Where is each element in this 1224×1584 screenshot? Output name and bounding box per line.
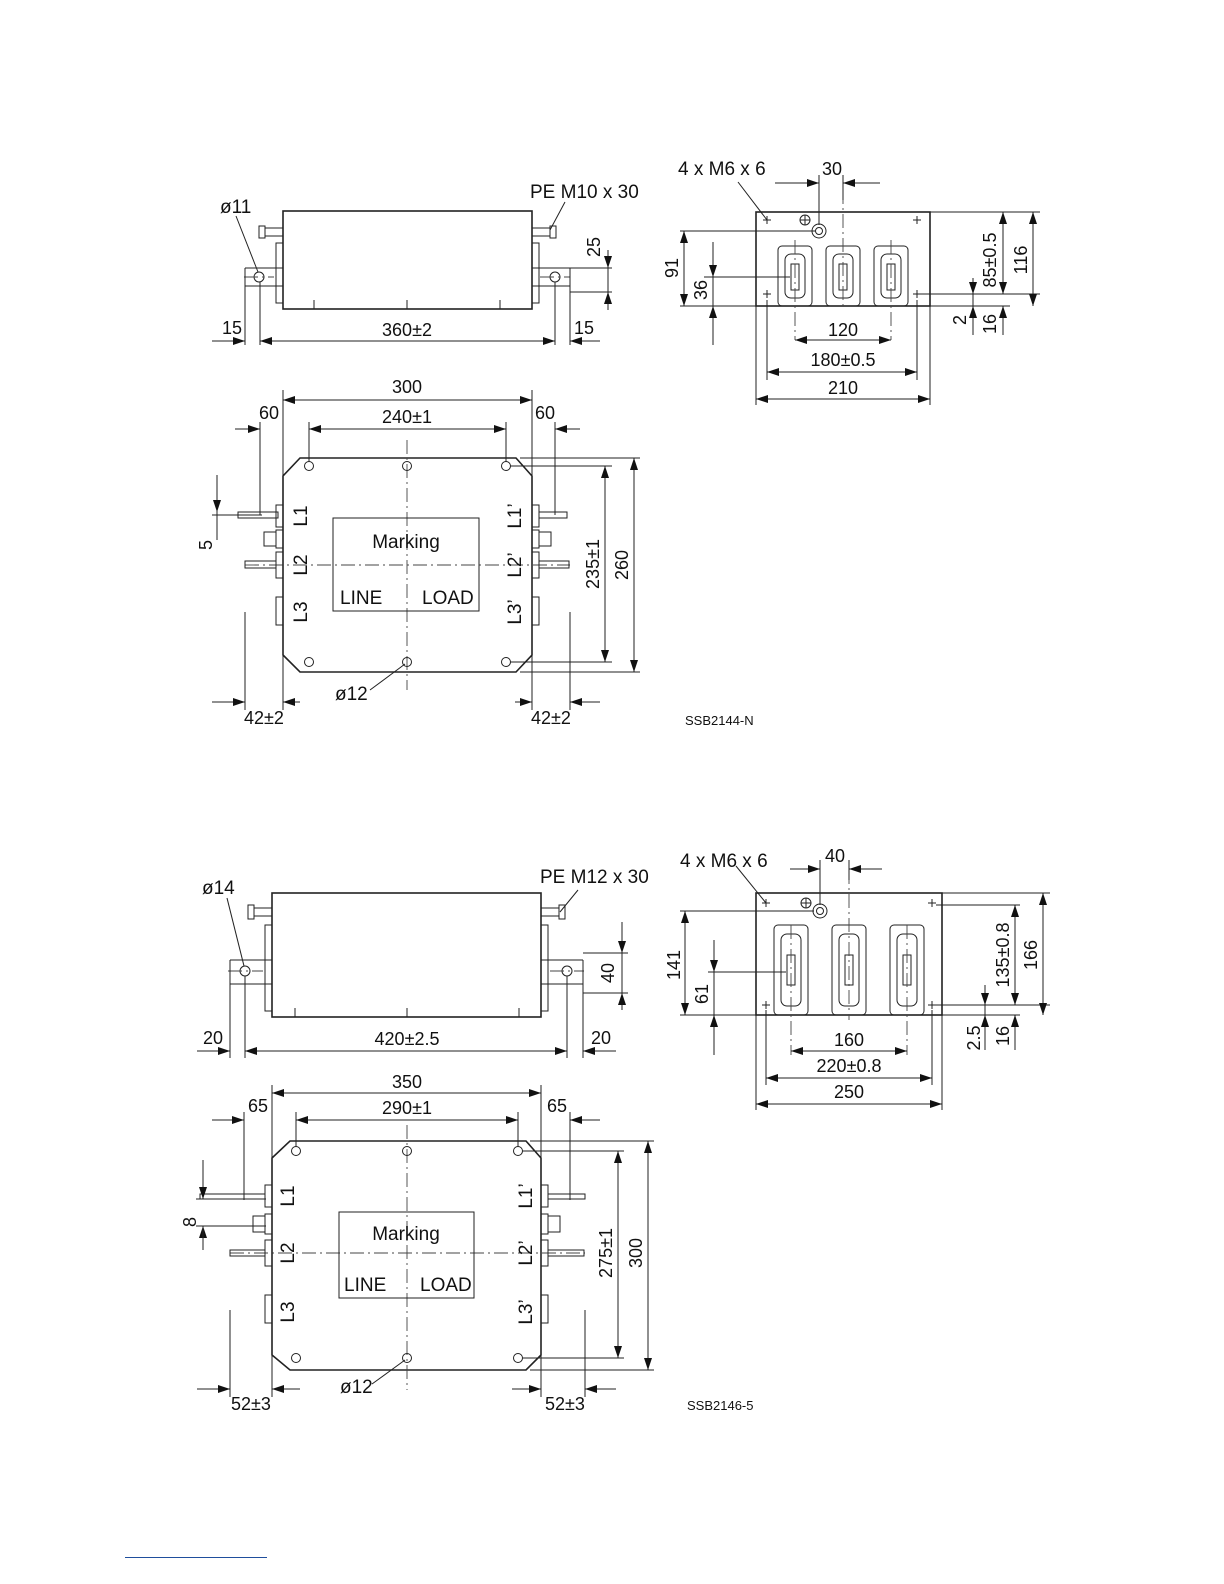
side-pe-label: PE M12 x 30 — [540, 867, 649, 888]
top-center-spacing-dim: 290±1 — [382, 1098, 432, 1118]
side-hole-label: ø11 — [220, 197, 251, 218]
top-right-terminal-dim: 52±3 — [545, 1394, 585, 1414]
end-inner-height-dim: 85±0.5 — [980, 233, 1000, 288]
terminal-label-l3: L3 — [291, 601, 312, 622]
side-length-dim: 360±2 — [382, 320, 432, 340]
top-terminal-offset-dim: 5 — [196, 540, 216, 550]
end-terminal-height-dim: 61 — [692, 984, 712, 1004]
end-terminal-pitch-dim: 160 — [834, 1030, 864, 1050]
terminal-label-l1-prime: L1’ — [516, 1183, 537, 1208]
end-terminal-height-dim: 36 — [691, 280, 711, 300]
marking-label: Marking — [372, 532, 440, 553]
terminal-label-l3-prime: L3’ — [516, 1299, 537, 1324]
side-right-offset-dim: 15 — [574, 318, 594, 338]
top-left-flange-dim: 60 — [259, 403, 279, 423]
top-left-flange-dim: 65 — [248, 1096, 268, 1116]
top-depth-dim: 300 — [626, 1238, 646, 1268]
top-view-2: 350 65 290±1 65 8 275±1 300 ø12 52±3 52±… — [180, 1072, 654, 1414]
top-hole-spacing-dim: 235±1 — [583, 539, 603, 589]
top-hole-spacing-dim: 275±1 — [596, 1228, 616, 1278]
terminal-label-l2: L2 — [291, 554, 312, 575]
terminal-label-l2-prime: L2’ — [505, 552, 526, 577]
marking-label: Marking — [372, 1224, 440, 1245]
filter-body-side — [282, 210, 533, 310]
side-view-2: ø14 PE M12 x 30 40 20 420±2.5 20 — [197, 867, 649, 1058]
terminal-label-l1: L1 — [291, 505, 312, 526]
side-hole-label: ø14 — [202, 878, 235, 899]
drawing-code-1: SSB2144-N — [685, 713, 754, 728]
marking-box — [338, 1211, 475, 1299]
top-hole-label: ø12 — [335, 684, 368, 705]
end-mount-spacing-dim: 220±0.8 — [817, 1056, 882, 1076]
top-view-1: 300 60 240±1 60 5 235±1 260 ø12 42±2 42±… — [196, 377, 640, 728]
filter-body-side — [271, 892, 542, 1018]
top-depth-dim: 260 — [612, 550, 632, 580]
terminal-label-l1: L1 — [278, 1185, 299, 1206]
terminal-label-l3-prime: L3’ — [505, 599, 526, 624]
end-outer-height-dim: 166 — [1021, 940, 1041, 970]
end-pe-offset-dim: 30 — [822, 159, 842, 179]
side-left-offset-dim: 15 — [222, 318, 242, 338]
end-foot-height-dim: 16 — [993, 1026, 1013, 1046]
side-left-offset-dim: 20 — [203, 1028, 223, 1048]
side-height-dim: 25 — [584, 237, 604, 257]
side-length-dim: 420±2.5 — [375, 1029, 440, 1049]
end-threads-label: 4 x M6 x 6 — [678, 159, 766, 180]
end-pe-offset-dim: 40 — [825, 846, 845, 866]
side-right-offset-dim: 20 — [591, 1028, 611, 1048]
terminal-label-l2-prime: L2’ — [516, 1240, 537, 1265]
terminal-label-l1-prime: L1’ — [505, 503, 526, 528]
end-foot-height-dim: 16 — [980, 314, 1000, 334]
top-width-dim: 300 — [392, 377, 422, 397]
footnote-separator — [125, 1557, 267, 1558]
side-view-1: ø11 PE M10 x 30 25 15 360±2 15 — [212, 182, 639, 345]
end-mount-spacing-dim: 180±0.5 — [811, 350, 876, 370]
side-pe-label: PE M10 x 30 — [530, 182, 639, 203]
end-inner-height-dim: 135±0.8 — [993, 923, 1013, 988]
drawing-ssb2144-n: ø11 PE M10 x 30 25 15 360±2 15 — [196, 159, 1040, 728]
top-width-dim: 350 — [392, 1072, 422, 1092]
end-view-1: 4 x M6 x 6 30 91 36 85±0.5 116 2 16 120 … — [662, 159, 1040, 405]
load-label: LOAD — [422, 588, 474, 609]
end-height-total-dim: 141 — [664, 950, 684, 980]
line-label: LINE — [340, 588, 382, 609]
end-outer-height-dim: 116 — [1011, 246, 1031, 275]
terminal-label-l3: L3 — [278, 1301, 299, 1322]
end-foot-thickness-dim: 2 — [950, 315, 970, 325]
drawing-code-2: SSB2146-5 — [687, 1398, 754, 1413]
end-width-dim: 250 — [834, 1082, 864, 1102]
top-right-terminal-dim: 42±2 — [531, 708, 571, 728]
side-height-dim: 40 — [598, 963, 618, 983]
end-view-2: 4 x M6 x 6 40 141 61 135±0.8 166 2.5 16 … — [664, 846, 1050, 1110]
filter-body-top — [271, 1140, 542, 1371]
end-width-dim: 210 — [828, 378, 858, 398]
terminal-label-l2: L2 — [278, 1242, 299, 1263]
top-left-terminal-dim: 42±2 — [244, 708, 284, 728]
top-left-terminal-dim: 52±3 — [231, 1394, 271, 1414]
end-threads-label: 4 x M6 x 6 — [680, 851, 768, 872]
load-label: LOAD — [420, 1275, 472, 1296]
marking-box — [332, 517, 480, 612]
top-right-flange-dim: 60 — [535, 403, 555, 423]
end-foot-thickness-dim: 2.5 — [964, 1025, 984, 1050]
drawing-ssb2146-5: ø14 PE M12 x 30 40 20 420±2.5 20 — [180, 846, 1050, 1414]
top-right-flange-dim: 65 — [547, 1096, 567, 1116]
end-height-total-dim: 91 — [662, 258, 682, 278]
end-terminal-pitch-dim: 120 — [828, 320, 858, 340]
top-hole-label: ø12 — [340, 1377, 373, 1398]
line-label: LINE — [344, 1275, 386, 1296]
top-center-spacing-dim: 240±1 — [382, 407, 432, 427]
top-terminal-offset-dim: 8 — [180, 1217, 200, 1227]
